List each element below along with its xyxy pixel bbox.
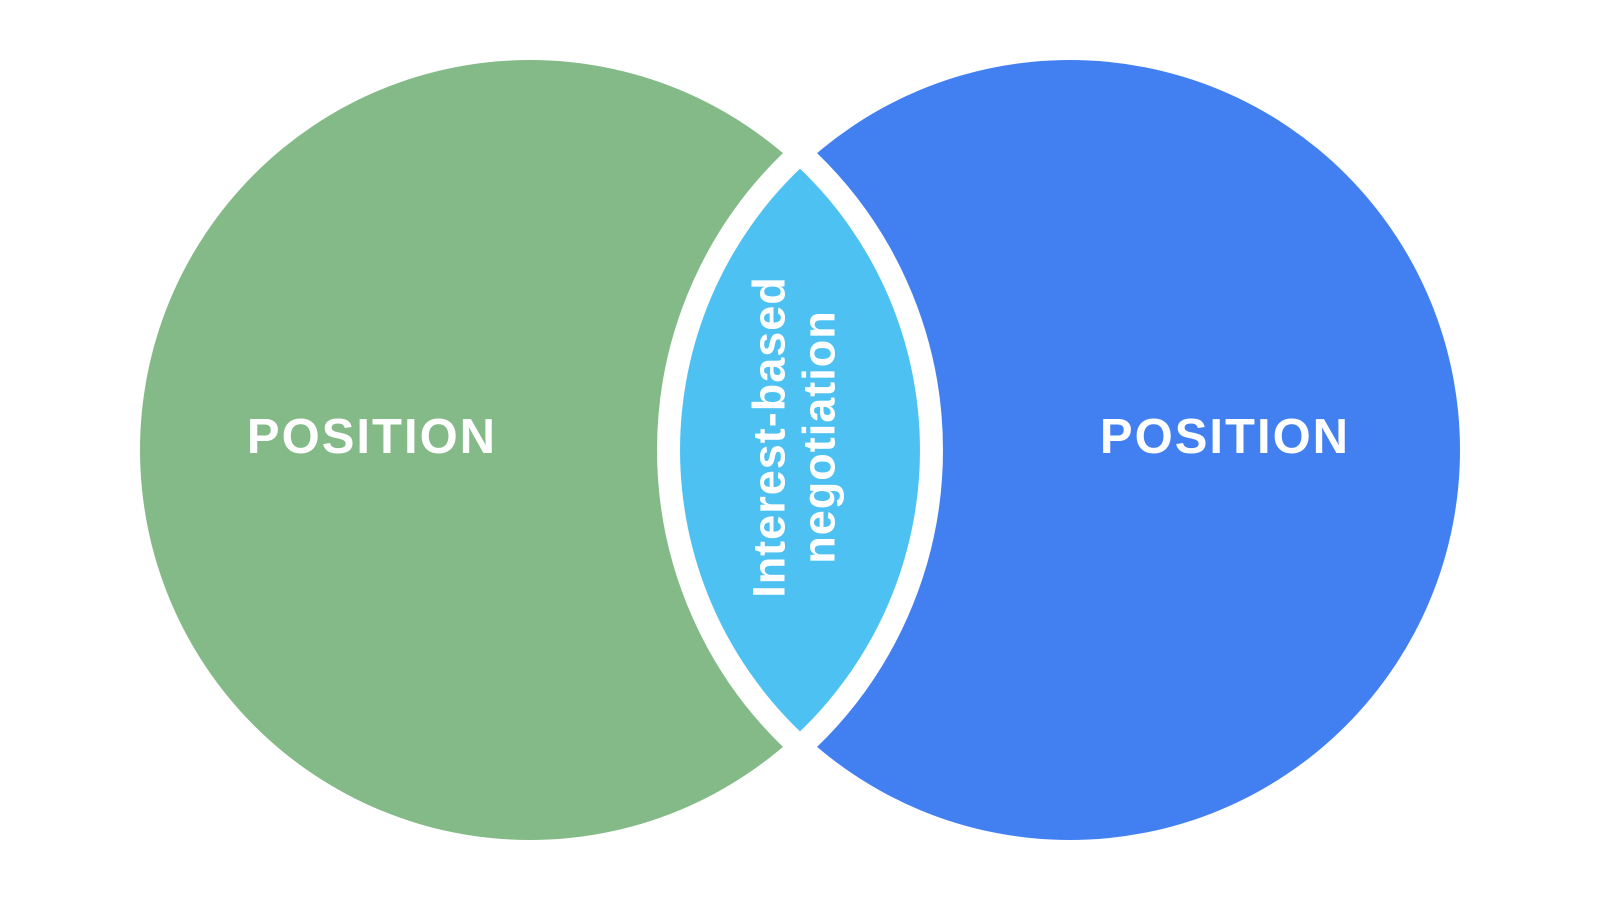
right-circle-label: POSITION (1099, 410, 1351, 464)
overlap-label-line2: negotiation (794, 310, 845, 564)
overlap-label-line1: Interest-based (743, 276, 795, 598)
overlap-label: Interest-based negotiation (743, 276, 846, 598)
left-circle-label: POSITION (246, 410, 498, 464)
overlap-lens-shape (680, 168, 920, 732)
